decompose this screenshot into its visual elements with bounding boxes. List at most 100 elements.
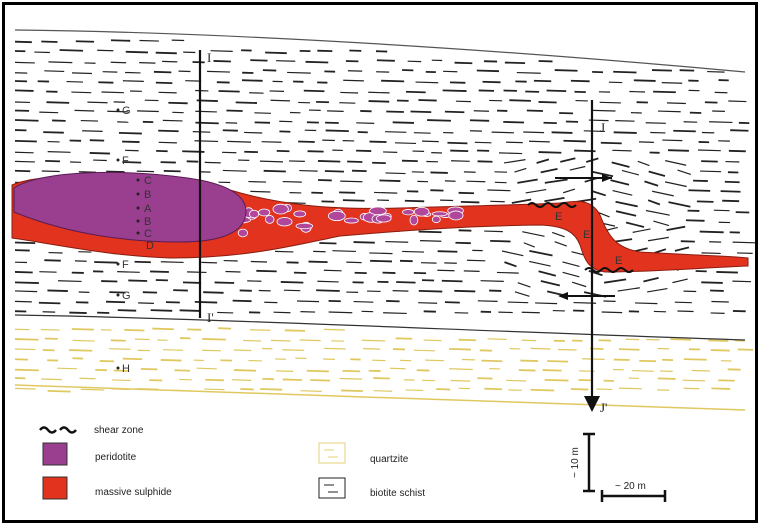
foliation-dash — [158, 91, 177, 94]
foliation-dash — [69, 311, 87, 314]
foliation-dash — [708, 339, 729, 342]
foliation-dash — [503, 121, 525, 124]
sample-label: E — [583, 229, 590, 241]
foliation-dash — [557, 348, 577, 351]
foliation-dash — [373, 390, 393, 392]
foliation-dash — [40, 328, 60, 331]
foliation-dash — [523, 242, 535, 248]
foliation-dash — [730, 129, 749, 132]
peridotite-bleb — [258, 208, 271, 217]
foliation-dash — [592, 109, 616, 112]
foliation-dash — [259, 160, 283, 163]
foliation-dash — [249, 329, 271, 331]
foliation-dash — [615, 120, 635, 122]
foliation-dash — [250, 190, 271, 193]
foliation-dash — [521, 311, 540, 314]
foliation-dash — [14, 368, 39, 372]
foliation-dash — [551, 231, 565, 238]
foliation-dash — [162, 349, 184, 351]
foliation-dash — [591, 170, 614, 178]
foliation-dash — [482, 80, 501, 84]
foliation-dash — [533, 79, 552, 83]
foliation-dash — [343, 79, 364, 82]
foliation-dash — [187, 271, 207, 274]
legend-massive-sulphide: massive sulphide — [95, 487, 172, 498]
foliation-dash — [599, 101, 621, 104]
foliation-dash — [413, 132, 431, 134]
foliation-dash — [402, 250, 425, 253]
foliation-dash — [324, 170, 344, 173]
sample-label: G — [122, 290, 131, 302]
foliation-dash — [511, 198, 532, 204]
foliation-dash — [503, 159, 526, 164]
foliation-dash — [162, 119, 183, 122]
foliation-dash — [168, 101, 188, 105]
foliation-dash — [192, 131, 211, 133]
foliation-dash — [498, 152, 523, 155]
foliation-dash — [701, 252, 721, 255]
foliation-dash — [716, 271, 738, 274]
foliation-dash — [368, 91, 390, 94]
foliation-dash — [670, 338, 692, 341]
foliation-dash — [308, 260, 328, 264]
section-i-bottom-label: I' — [207, 310, 214, 325]
foliation-dash — [282, 180, 302, 183]
foliation-dash — [571, 281, 587, 288]
foliation-dash — [14, 281, 39, 284]
foliation-dash — [509, 99, 531, 102]
foliation-dash — [698, 149, 721, 152]
foliation-dash — [491, 131, 514, 134]
legend-biotite-schist: biotite schist — [370, 488, 425, 499]
foliation-dash — [319, 242, 337, 245]
horizontal-scale-label: ~ 20 m — [615, 481, 646, 492]
foliation-dash — [536, 158, 550, 164]
foliation-dash — [38, 301, 61, 305]
foliation-dash — [317, 280, 339, 283]
foliation-dash — [427, 119, 451, 122]
shear-zone-top — [527, 202, 577, 208]
foliation-dash — [342, 369, 361, 373]
foliation-dash — [454, 61, 473, 65]
foliation-dash — [501, 250, 524, 257]
foliation-dash — [469, 119, 490, 122]
foliation-dash — [203, 291, 224, 294]
foliation-dash — [122, 357, 143, 361]
foliation-dash — [14, 61, 35, 64]
foliation-dash — [691, 369, 710, 372]
foliation-dash — [153, 70, 172, 74]
foliation-dash — [632, 228, 651, 233]
foliation-dash — [47, 390, 71, 393]
foliation-dash — [342, 199, 365, 202]
foliation-dash — [158, 129, 179, 133]
foliation-dash — [250, 59, 268, 62]
foliation-dash — [657, 110, 681, 113]
legend: shear zone peridotite massive sulphide q… — [39, 425, 425, 500]
foliation-dash — [122, 80, 144, 82]
foliation-dash — [14, 139, 37, 143]
quartzite-pattern — [14, 327, 754, 393]
foliation-dash — [44, 70, 65, 73]
foliation-dash — [332, 250, 356, 253]
foliation-dash — [47, 289, 68, 292]
foliation-dash — [542, 369, 562, 372]
foliation-dash — [611, 161, 630, 168]
foliation-dash — [601, 311, 623, 314]
sample-label: F — [122, 259, 129, 271]
foliation-dash — [373, 377, 390, 380]
foliation-dash — [68, 349, 93, 352]
foliation-dash — [182, 281, 202, 284]
foliation-dash — [517, 178, 538, 184]
foliation-dash — [323, 269, 342, 272]
foliation-dash — [546, 89, 567, 93]
foliation-dash — [563, 139, 586, 143]
foliation-dash — [363, 347, 381, 350]
foliation-dash — [484, 387, 503, 391]
foliation-dash — [418, 289, 443, 293]
foliation-dash — [233, 349, 252, 352]
foliation-dash — [672, 278, 688, 284]
foliation-dash — [688, 189, 711, 192]
peridotite-bleb — [431, 215, 441, 224]
foliation-dash — [14, 290, 38, 293]
foliation-dash — [108, 348, 131, 350]
foliation-dash — [652, 190, 674, 197]
